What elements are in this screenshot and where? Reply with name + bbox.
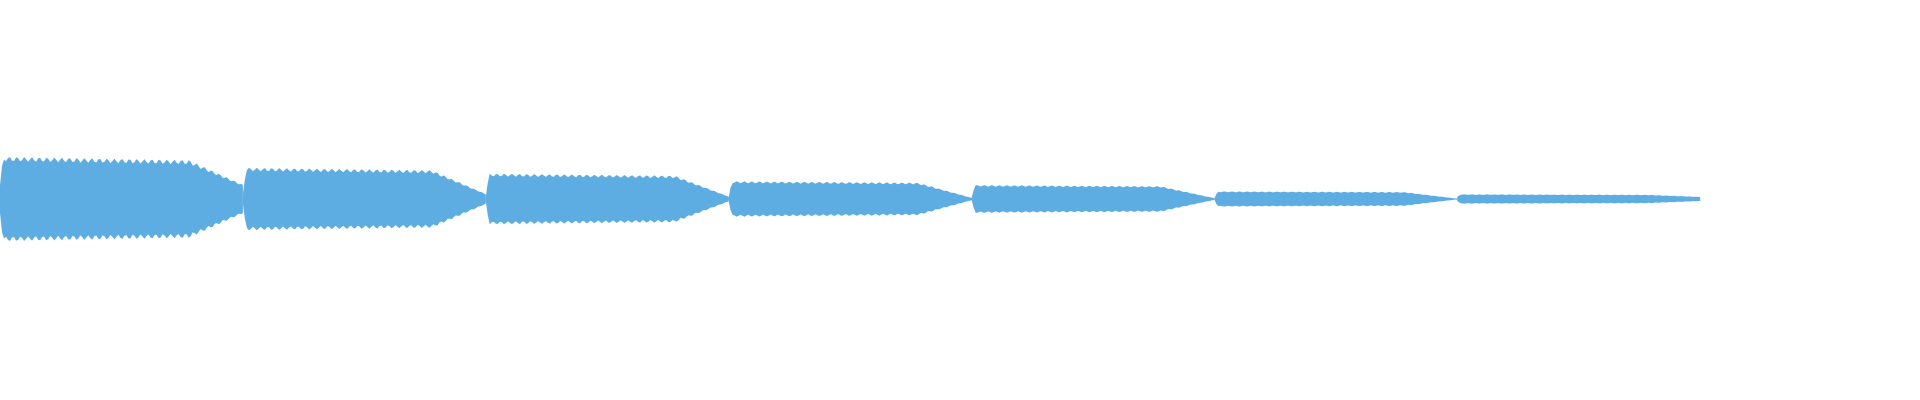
waveform-segment-6 [1214,191,1458,207]
waveform-segment-5 [971,185,1215,213]
waveform-segment-3 [485,173,729,225]
waveform-shape-group [0,157,1701,241]
waveform-segment-2 [242,167,486,231]
waveform-segment-7 [1457,194,1701,204]
waveform-segment-4 [728,181,972,217]
waveform-segment-1 [0,157,243,241]
